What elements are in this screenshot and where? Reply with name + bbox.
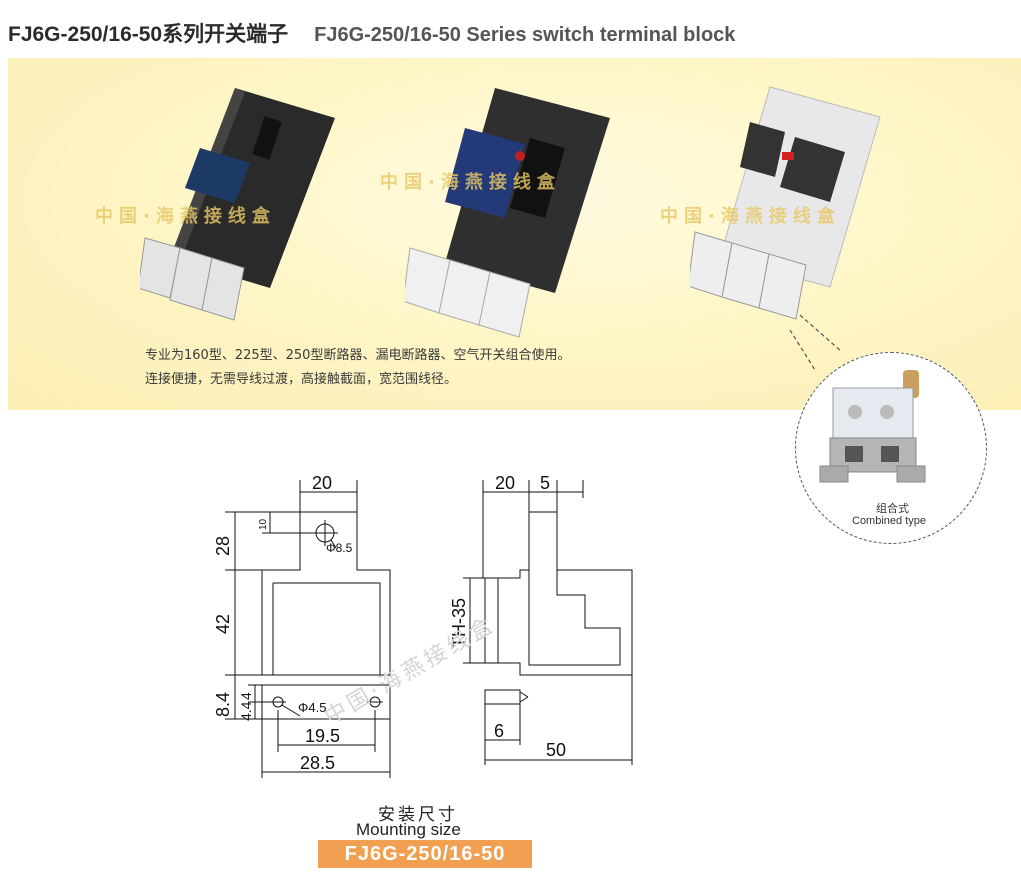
dim-front-84: 8.4 [213, 692, 233, 717]
watermark-3: 中国·海燕接线盒 [660, 206, 841, 227]
dim-front-4: 4 [238, 692, 254, 700]
dim-side-50: 50 [546, 740, 566, 760]
side-view-outline [484, 511, 633, 676]
dim-side-5: 5 [540, 473, 550, 493]
mounting-caption-cn: 安装尺寸 [378, 805, 458, 825]
dim-front-10: 10 [258, 518, 269, 530]
dim-side-6: 6 [494, 721, 504, 741]
page-subtitle: FJ6G-250/16-50 Series switch terminal bl… [314, 24, 736, 46]
description-line-2: 连接便捷，无需导线过渡，高接触截面，宽范围线径。 [145, 372, 458, 387]
dim-front-42: 42 [213, 614, 233, 634]
front-view-outline [261, 511, 391, 676]
callout-label-en: Combined type [852, 515, 926, 527]
product-image-black-breaker [140, 88, 335, 321]
page-title: FJ6G-250/16-50系列开关端子 [8, 23, 289, 46]
callout-label-cn: 组合式 [876, 502, 909, 515]
product-image-white-breaker [690, 86, 881, 320]
watermark-2: 中国·海燕接线盒 [380, 172, 561, 193]
dim-front-195: 19.5 [305, 726, 340, 746]
dim-front-28: 28 [213, 536, 233, 556]
mounting-caption-en: Mounting size [356, 820, 461, 839]
dim-front-44: 4.4 [238, 701, 254, 721]
product-image-dark-breaker [405, 88, 610, 338]
model-badge: FJ6G-250/16-50 [318, 840, 532, 868]
dim-front-285: 28.5 [300, 753, 335, 773]
drawing-watermark: 中国·海燕接线盒 [321, 612, 501, 730]
dim-side-20: 20 [495, 473, 515, 493]
header: FJ6G-250/16-50系列开关端子 FJ6G-250/16-50 Seri… [8, 18, 735, 48]
dim-hole-top: Φ8.5 [326, 541, 353, 555]
dim-hole-bottom: Φ4.5 [298, 700, 326, 715]
dim-front-width-top: 20 [312, 473, 332, 493]
combined-terminal-image [819, 370, 926, 483]
dim-side-rail: TH-35 [449, 598, 469, 648]
watermark-1: 中国·海燕接线盒 [95, 206, 276, 227]
product-description: 专业为160型、225型、250型断路器、漏电断路器、空气开关组合使用。 连接便… [145, 344, 570, 392]
description-line-1: 专业为160型、225型、250型断路器、漏电断路器、空气开关组合使用。 [145, 348, 571, 363]
